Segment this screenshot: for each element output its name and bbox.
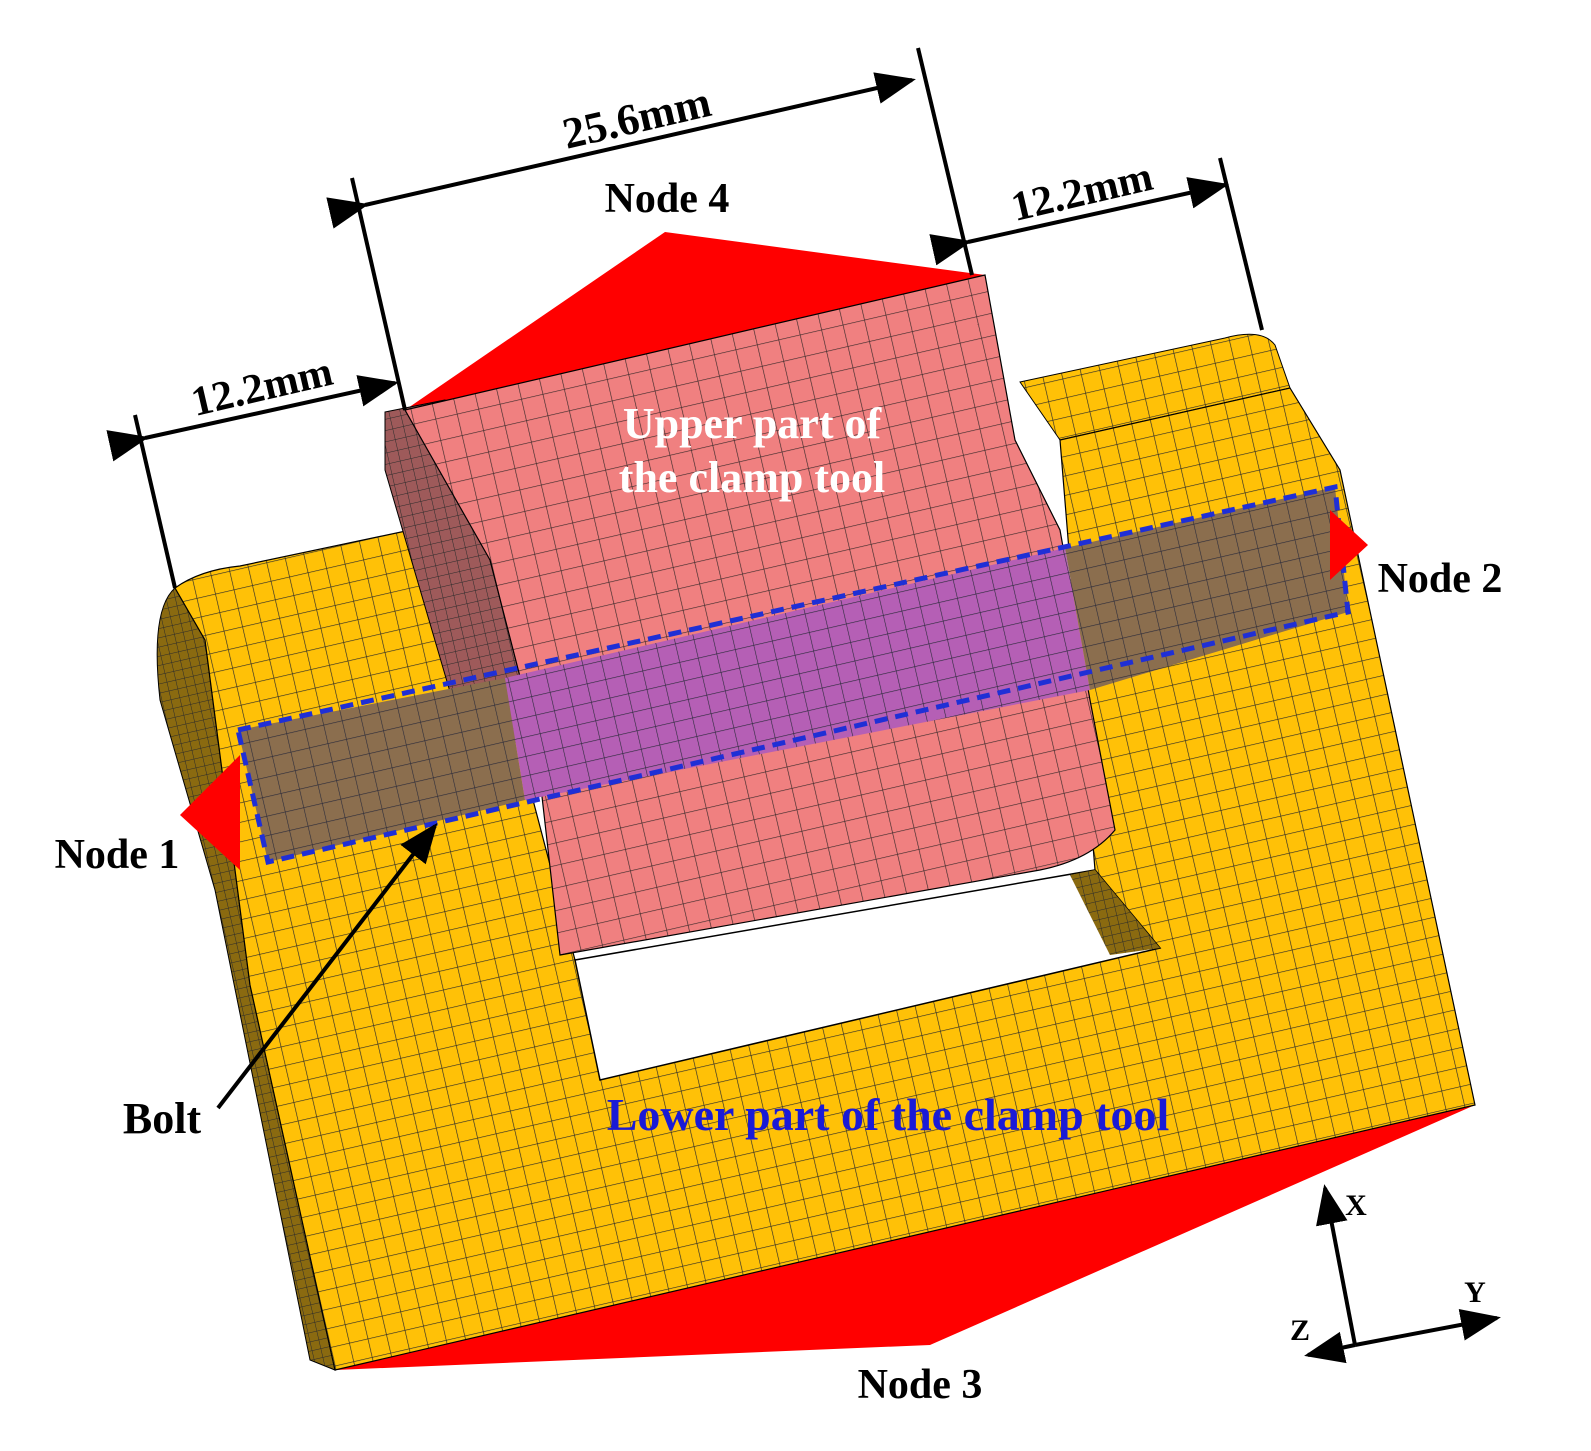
window-inner-side	[1070, 870, 1160, 955]
node3-label: Node 3	[858, 1362, 983, 1408]
lower-part-label: Lower part of the clamp tool	[607, 1089, 1170, 1140]
dim-label-12-2-right: 12.2mm	[1007, 154, 1157, 231]
bolt-left-segment	[238, 678, 525, 862]
ext-line-right-inner	[916, 47, 974, 276]
node1-load-cone	[180, 755, 240, 870]
upper-part-label-line2: the clamp tool	[619, 453, 885, 502]
y-axis-arrow	[1354, 1309, 1501, 1347]
bolt-outline	[235, 483, 1351, 866]
x-axis-arrow	[1316, 1184, 1357, 1346]
lower-right-lug-top	[1019, 333, 1291, 441]
ext-line-left-outer	[133, 414, 177, 589]
z-axis-label: Z	[1290, 1314, 1310, 1347]
node2-label: Node 2	[1378, 556, 1503, 602]
dim-arrow-25-6	[326, 72, 916, 229]
bolt-label: Bolt	[123, 1094, 202, 1143]
z-axis-arrow	[1304, 1331, 1356, 1364]
x-axis-label: X	[1345, 1189, 1367, 1222]
dimension-lines	[106, 47, 1264, 1110]
dim-arrow-12-2-left	[106, 375, 399, 462]
dim-label-25-6: 25.6mm	[558, 77, 715, 159]
upper-part-label-line1: Upper part of	[623, 399, 883, 448]
ext-line-left-inner	[350, 177, 407, 411]
lower-left-lug-side	[156, 587, 336, 1371]
node4-label: Node 4	[605, 176, 730, 222]
bolt-middle-segment	[505, 548, 1090, 800]
y-axis-label: Y	[1464, 1276, 1486, 1309]
dim-label-12-2-left: 12.2mm	[187, 349, 337, 426]
ext-line-right-outer	[1218, 157, 1264, 331]
bolt-leader-arrow	[216, 822, 438, 1110]
axis-triad	[1304, 1184, 1501, 1364]
node4-load-cone	[405, 232, 985, 410]
node1-label: Node 1	[55, 832, 180, 878]
bolt-right-segment	[1065, 487, 1348, 690]
node2-load-cone	[1330, 510, 1368, 580]
dim-arrow-12-2-right	[929, 177, 1229, 266]
